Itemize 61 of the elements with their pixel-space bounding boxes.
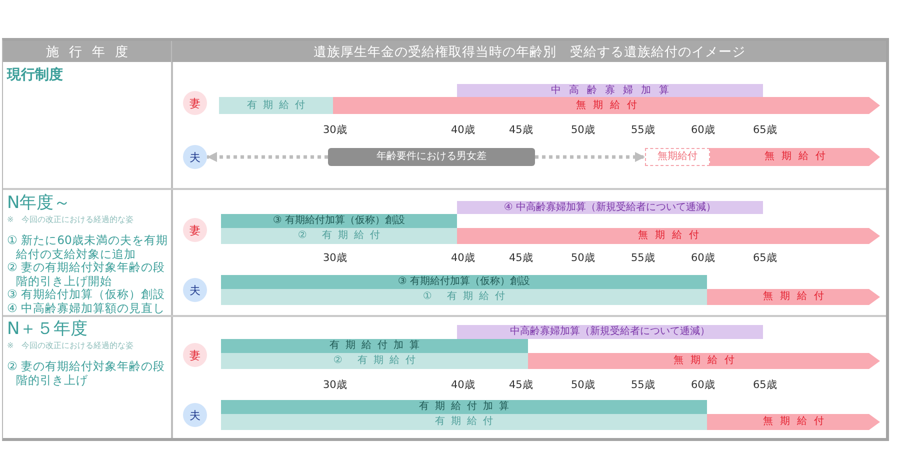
arrow-bar: 無期給付 [528,353,880,369]
list-item: ① 新たに60歳未満の夫を有期給付の支給対象に追加 [7,234,169,261]
period-heading: 現行制度 [7,67,63,84]
rounded-bar: 年齢要件における男女差 [328,148,535,166]
age-label: 45歳 [509,251,534,265]
arrow-bar: 無期給付 [710,148,880,166]
column-header: 施行年度 [3,41,171,62]
age-label: 60歳 [691,251,716,265]
age-label: 50歳 [571,378,596,392]
dotted-arrow [535,152,645,162]
period-bar: 有期給付 [219,97,333,114]
role-circle: 妻 [183,343,207,367]
period-bar: ② 有期給付 [221,353,528,369]
period-bar: 中高齢寡婦加算 [457,84,763,97]
role-circle: 夫 [183,278,207,302]
period-bar: 有期給付 [221,414,707,430]
arrow-bar: 無期給付 [333,97,880,114]
age-label: 50歳 [571,251,596,265]
age-label: 50歳 [571,123,596,137]
dashed-bar: 無期給付 [645,148,710,166]
period-bar: ③ 有期給付加算（仮称）創設 [221,275,707,289]
age-label: 45歳 [509,378,534,392]
age-label: 30歳 [323,251,348,265]
age-label: 30歳 [323,123,348,137]
age-label: 65歳 [753,251,778,265]
arrow-bar: 無期給付 [457,228,880,244]
age-label: 40歳 [451,378,476,392]
age-label: 40歳 [451,251,476,265]
period-bar: ② 有期給付 [221,228,457,244]
age-label: 55歳 [631,123,656,137]
period-bar: ④ 中高齢寡婦加算（新規受給者について逓減） [457,201,763,214]
list-item: ② 妻の有期給付対象年齢の段階的引き上げ開始 [7,261,166,288]
role-circle: 夫 [183,145,207,169]
period-bar: 有期給付加算 [221,339,528,353]
age-label: 55歳 [631,378,656,392]
age-label: 30歳 [323,378,348,392]
list-item: ③ 有期給付加算（仮称）創設 [7,288,166,302]
age-label: 60歳 [691,378,716,392]
list-item: ④ 中高齢寡婦加算額の見直し [7,302,166,316]
column-header: 遺族厚生年金の受給権取得当時の年齢別 受給する遺族給付のイメージ [172,41,886,62]
role-circle: 夫 [183,403,207,427]
period-bar: ③ 有期給付加算（仮称）創設 [221,214,457,228]
age-label: 45歳 [509,123,534,137]
role-circle: 妻 [183,218,207,242]
age-label: 65歳 [753,378,778,392]
period-bar: 中高齢寡婦加算（新規受給者について逓減） [457,325,763,339]
arrow-bar: 無期給付 [707,289,880,305]
arrow-bar: 無期給付 [707,414,880,430]
period-heading: N年度～ [7,193,71,214]
period-heading: N＋５年度 [7,319,88,340]
age-label: 40歳 [451,123,476,137]
list-item: ② 妻の有期給付対象年齢の段階的引き上げ [7,360,166,388]
age-label: 60歳 [691,123,716,137]
dotted-arrow [207,152,328,162]
age-label: 65歳 [753,123,778,137]
period-bar: 有期給付加算 [221,400,707,414]
note-text: ※ 今回の改正における経過的な姿 [7,214,135,226]
note-text: ※ 今回の改正における経過的な姿 [7,340,135,352]
role-circle: 妻 [183,91,207,115]
period-bar: ① 有期給付 [221,289,707,305]
age-label: 55歳 [631,251,656,265]
